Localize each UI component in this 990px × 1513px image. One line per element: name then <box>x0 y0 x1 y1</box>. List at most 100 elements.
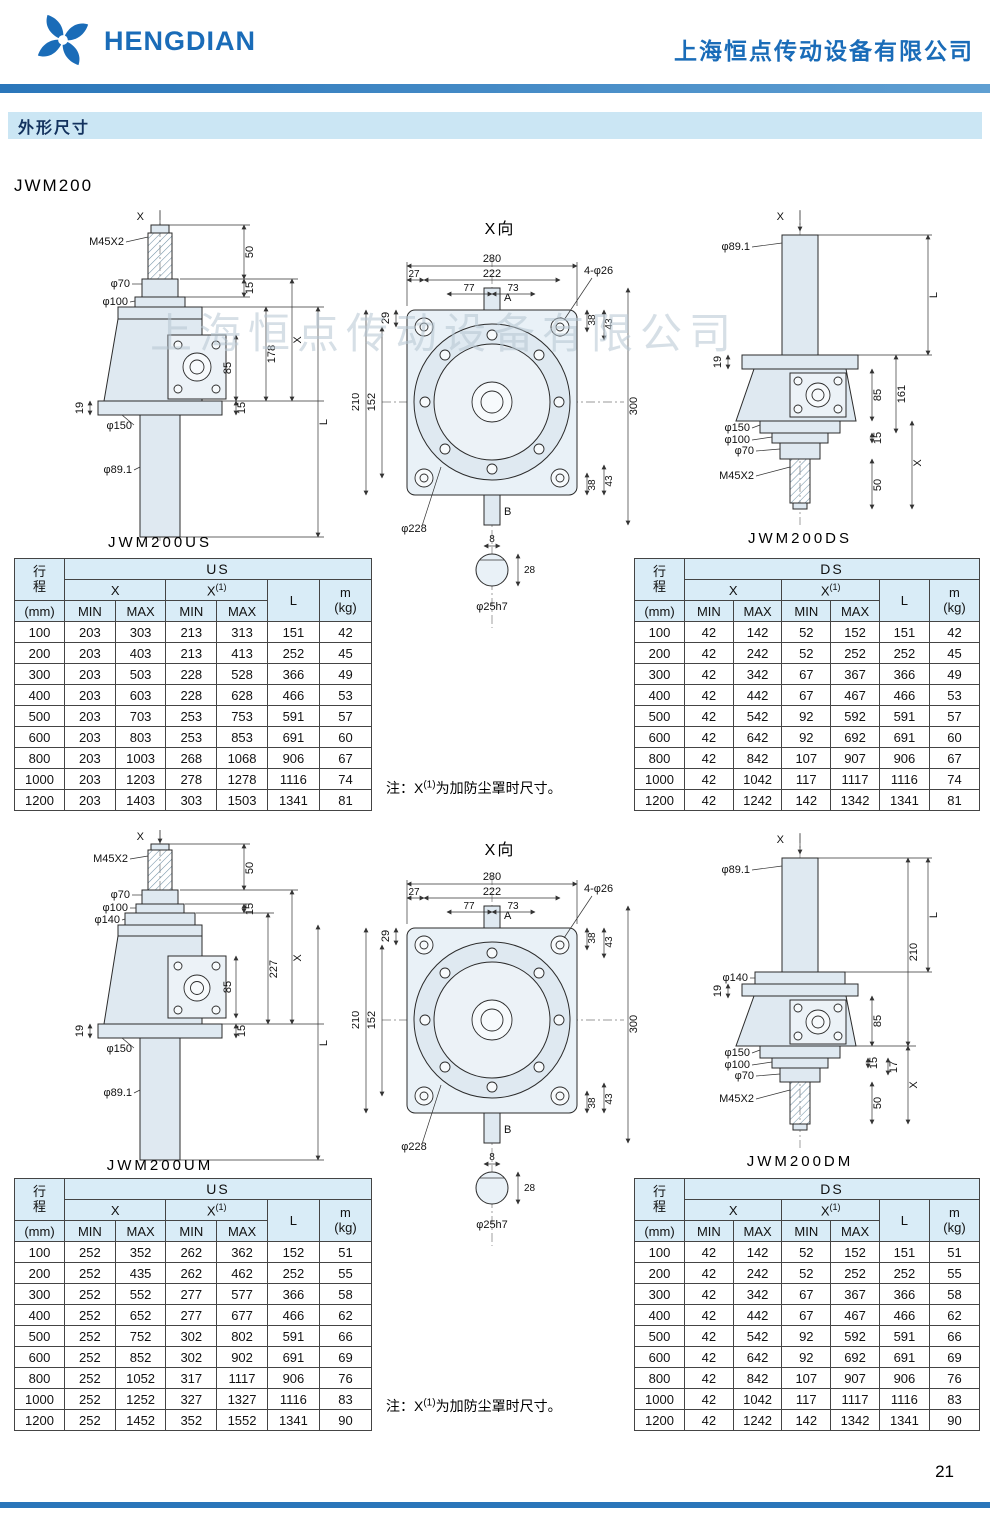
label-m45x2: M45X2 <box>719 470 754 482</box>
x1-base: X <box>206 583 216 599</box>
table-cell: 1341 <box>266 1409 320 1431</box>
table-cell: 1341 <box>878 789 930 811</box>
dim-50: 50 <box>244 246 256 258</box>
table-cell: 200 <box>634 1262 685 1284</box>
dim-15: 15 <box>244 282 256 294</box>
table-cell: 906 <box>266 1367 320 1389</box>
table-cell: 442 <box>732 684 783 706</box>
table-cell: 303 <box>114 621 167 643</box>
table-cell: 53 <box>928 684 981 706</box>
table-cell: 52 <box>781 1262 832 1284</box>
table-cell: 42 <box>684 726 734 748</box>
table-cell: 60 <box>928 726 981 748</box>
table-cell: 1252 <box>114 1388 167 1410</box>
dustcover-note-bottom: 注：X(1)为加防尘罩时尺寸。 <box>386 1396 562 1416</box>
table-cell: 403 <box>114 642 167 664</box>
xview-title-bottom: X向 <box>484 842 516 859</box>
col-max: MAX <box>732 1220 783 1242</box>
dim-8: 8 <box>489 534 495 545</box>
dimensions: L 210 19 85 15 17 X 50 φ89.1 φ140 φ150 φ… <box>712 857 940 1125</box>
table-cell: 52 <box>781 1241 832 1263</box>
table-cell: 42 <box>928 621 981 643</box>
table-cell: 252 <box>64 1241 116 1263</box>
table-cell: 317 <box>165 1367 218 1389</box>
dim-85: 85 <box>222 362 234 374</box>
table-cell: 278 <box>165 768 218 790</box>
table-cell: 600 <box>14 726 65 748</box>
table-cell: 906 <box>878 747 930 769</box>
table-cell: 42 <box>684 684 734 706</box>
label-a: A <box>504 910 512 922</box>
label-phi150: φ150 <box>725 1047 751 1059</box>
x1-base: X <box>820 1203 830 1219</box>
col-unit: (mm) <box>634 600 685 622</box>
table-cell: 76 <box>928 1367 981 1389</box>
table-cell: 366 <box>878 1283 930 1305</box>
label-phi140: φ140 <box>723 972 749 984</box>
col-l: L <box>878 1199 930 1242</box>
table-cell: 242 <box>732 642 783 664</box>
jack-outline <box>735 234 859 510</box>
table-cell: 57 <box>928 705 981 727</box>
table-cell: 45 <box>928 642 981 664</box>
page-number: 21 <box>935 1462 954 1481</box>
table-cell: 591 <box>878 705 930 727</box>
company-name: 上海恒点传动设备有限公司 <box>674 38 974 64</box>
table-cell: 203 <box>64 789 116 811</box>
label-m45x2: M45X2 <box>719 1093 754 1105</box>
col-x: X <box>63 579 167 601</box>
table-cell: 907 <box>830 1367 880 1389</box>
col-x1: X(1) <box>165 579 268 601</box>
table-cell: 591 <box>266 705 320 727</box>
label-phi89: φ89.1 <box>721 241 750 253</box>
table-cell: 49 <box>928 663 981 685</box>
table-cell: 1000 <box>14 768 65 790</box>
table-cell: 1403 <box>114 789 167 811</box>
table-cell: 277 <box>165 1283 218 1305</box>
col-stroke: 行 程 <box>634 1178 685 1221</box>
dim-85: 85 <box>872 389 884 401</box>
table-cell: 692 <box>830 726 880 748</box>
label-phi70: φ70 <box>735 1070 754 1082</box>
table-cell: 74 <box>318 768 373 790</box>
dim-19: 19 <box>712 985 724 997</box>
dim-x: X <box>292 954 304 962</box>
dim-43-bottom: 43 <box>604 1093 615 1105</box>
table-cell: 1342 <box>830 1409 880 1431</box>
table-cell: 800 <box>14 1367 65 1389</box>
table-cell: 117 <box>781 1388 832 1410</box>
table-cell: 49 <box>318 663 373 685</box>
table-cell: 591 <box>878 1325 930 1347</box>
table-cell: 1052 <box>114 1367 167 1389</box>
jack-outline <box>97 843 227 1161</box>
col-m: m (kg) <box>928 1199 981 1242</box>
table-cell: 42 <box>684 642 734 664</box>
table-cell: 466 <box>878 1304 930 1326</box>
dim-38-bottom: 38 <box>587 479 598 491</box>
dim-17: 17 <box>888 1061 900 1073</box>
table-cell: 528 <box>216 663 268 685</box>
dim-43-bottom: 43 <box>604 475 615 487</box>
jwm200us-diagram: X 50 15 <box>74 210 330 550</box>
table-cell: 467 <box>830 1304 880 1326</box>
jack-outline <box>735 857 859 1131</box>
x-axis-label: X <box>137 211 145 223</box>
table-cell: 67 <box>781 663 832 685</box>
label-phi228: φ228 <box>401 523 427 535</box>
col-x1: X(1) <box>165 1199 268 1221</box>
table-cell: 42 <box>684 1388 734 1410</box>
us-top-table: 行 程 US X X(1) L m (kg) (mm) MIN MAX MIN … <box>14 558 373 811</box>
table-cell: 802 <box>216 1325 268 1347</box>
note-prefix: 注：X <box>386 780 424 796</box>
table-cell: 42 <box>684 1367 734 1389</box>
table-cell: 51 <box>928 1241 981 1263</box>
dim-38-bottom: 38 <box>587 1097 598 1109</box>
table-cell: 203 <box>64 747 116 769</box>
table-cell: 366 <box>266 663 320 685</box>
